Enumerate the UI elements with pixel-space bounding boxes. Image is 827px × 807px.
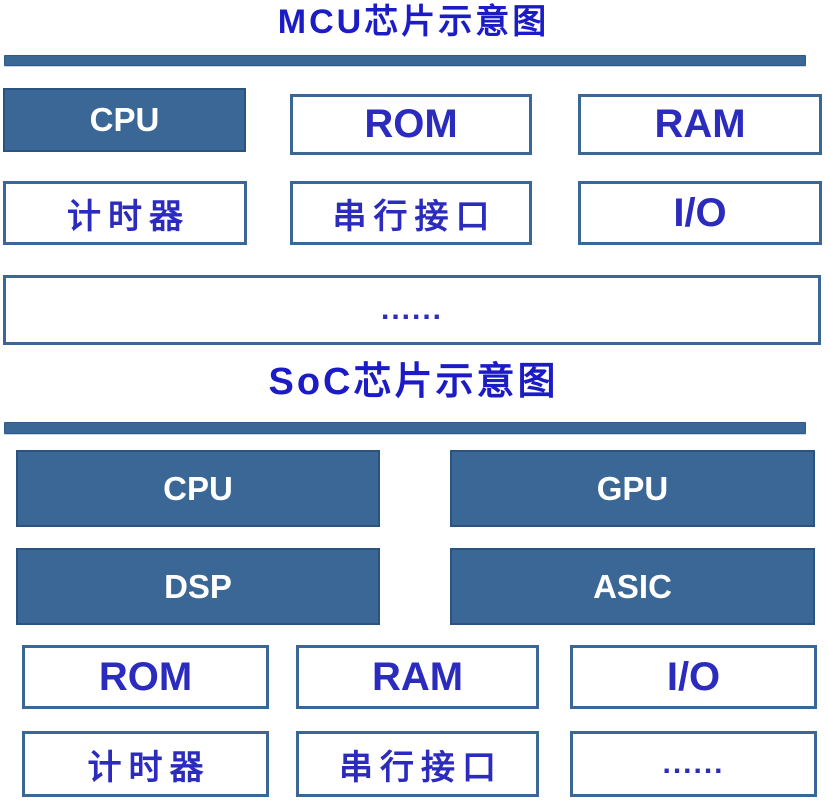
soc-asic-label: ASIC [593, 567, 672, 605]
mcu-timer-label: 计时器 [67, 197, 190, 236]
mcu-box-cpu: CPU [3, 88, 246, 152]
soc-dsp-label: DSP [164, 567, 232, 605]
soc-box-asic: ASIC [450, 548, 815, 625]
mcu-box-io: I/O [578, 181, 822, 245]
soc-box-serial: 串行接口 [296, 731, 539, 797]
mcu-section-title: MCU芯片示意图 [277, 3, 550, 41]
soc-timer-label: 计时器 [87, 748, 211, 787]
mcu-cpu-label: CPU [89, 101, 160, 138]
soc-gpu-label: GPU [596, 469, 669, 507]
soc-box-cpu: CPU [16, 450, 380, 527]
mcu-box-ram: RAM [578, 94, 822, 155]
soc-ram-label: RAM [371, 654, 464, 699]
soc-rom-label: ROM [98, 654, 193, 699]
mcu-box-serial: 串行接口 [290, 181, 532, 245]
mcu-box-rom: ROM [290, 94, 532, 155]
mcu-rom-label: ROM [364, 102, 458, 146]
soc-box-timer: 计时器 [22, 731, 269, 797]
mcu-ram-label: RAM [654, 102, 746, 146]
soc-serial-label: 串行接口 [339, 748, 503, 787]
soc-io-label: I/O [666, 654, 721, 699]
soc-box-rom: ROM [22, 645, 269, 709]
mcu-divider-bar [4, 55, 806, 66]
soc-ellipsis-label: ...... [662, 747, 725, 780]
mcu-serial-label: 串行接口 [332, 197, 497, 236]
mcu-ellipsis-label: ...... [380, 293, 443, 326]
soc-box-io: I/O [570, 645, 817, 709]
soc-box-ram: RAM [296, 645, 539, 709]
soc-cpu-label: CPU [163, 469, 233, 507]
mcu-io-label: I/O [673, 190, 727, 235]
soc-section-title: SoC芯片示意图 [268, 361, 559, 403]
soc-divider-bar [4, 422, 806, 434]
mcu-box-timer: 计时器 [3, 181, 247, 245]
soc-box-gpu: GPU [450, 450, 815, 527]
soc-box-dsp: DSP [16, 548, 380, 625]
mcu-box-ellipsis: ...... [3, 275, 821, 345]
soc-box-ellipsis: ...... [570, 731, 817, 797]
